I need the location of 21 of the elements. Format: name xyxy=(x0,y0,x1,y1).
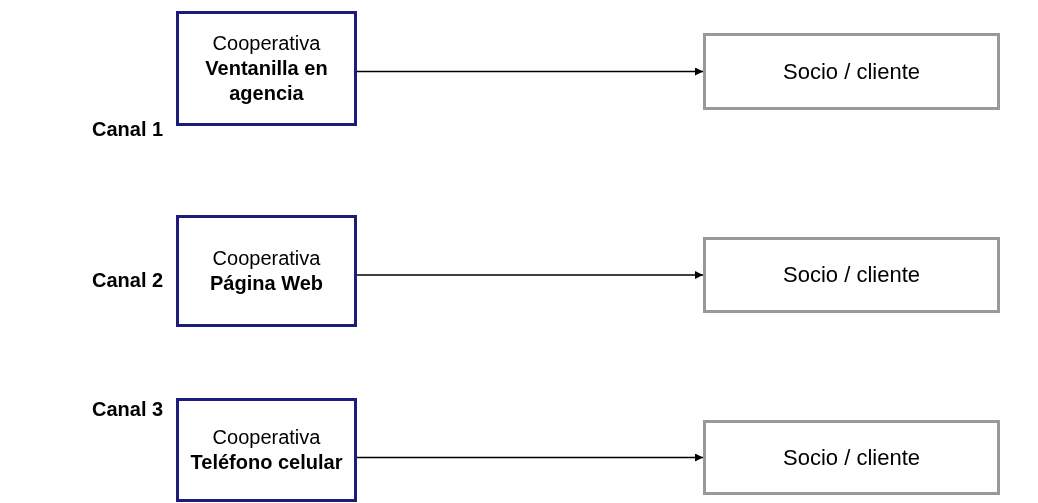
channel-label: Canal 3 xyxy=(92,398,164,421)
box-text: Socio / cliente xyxy=(783,262,920,288)
box-text: Cooperativa xyxy=(212,31,321,56)
arrow xyxy=(356,271,704,279)
box-text: Página Web xyxy=(210,271,323,296)
client-box xyxy=(703,420,1000,495)
box-text: Socio / cliente xyxy=(783,58,920,85)
channel-box xyxy=(176,11,357,126)
client-box xyxy=(703,33,1000,110)
box-text: Socio / cliente xyxy=(783,444,920,471)
box-text: Cooperativa xyxy=(212,425,321,450)
channel-box xyxy=(176,398,357,502)
arrow xyxy=(356,453,704,462)
channel-label: Canal 1 xyxy=(92,118,164,141)
arrow xyxy=(356,67,704,76)
box-text: Teléfono celular xyxy=(190,450,343,475)
channel-label: Canal 2 xyxy=(92,269,164,292)
channel-box xyxy=(176,215,357,327)
box-text: Cooperativa xyxy=(212,246,321,271)
box-text: Ventanilla en agencia xyxy=(204,56,329,106)
client-box xyxy=(703,237,1000,313)
